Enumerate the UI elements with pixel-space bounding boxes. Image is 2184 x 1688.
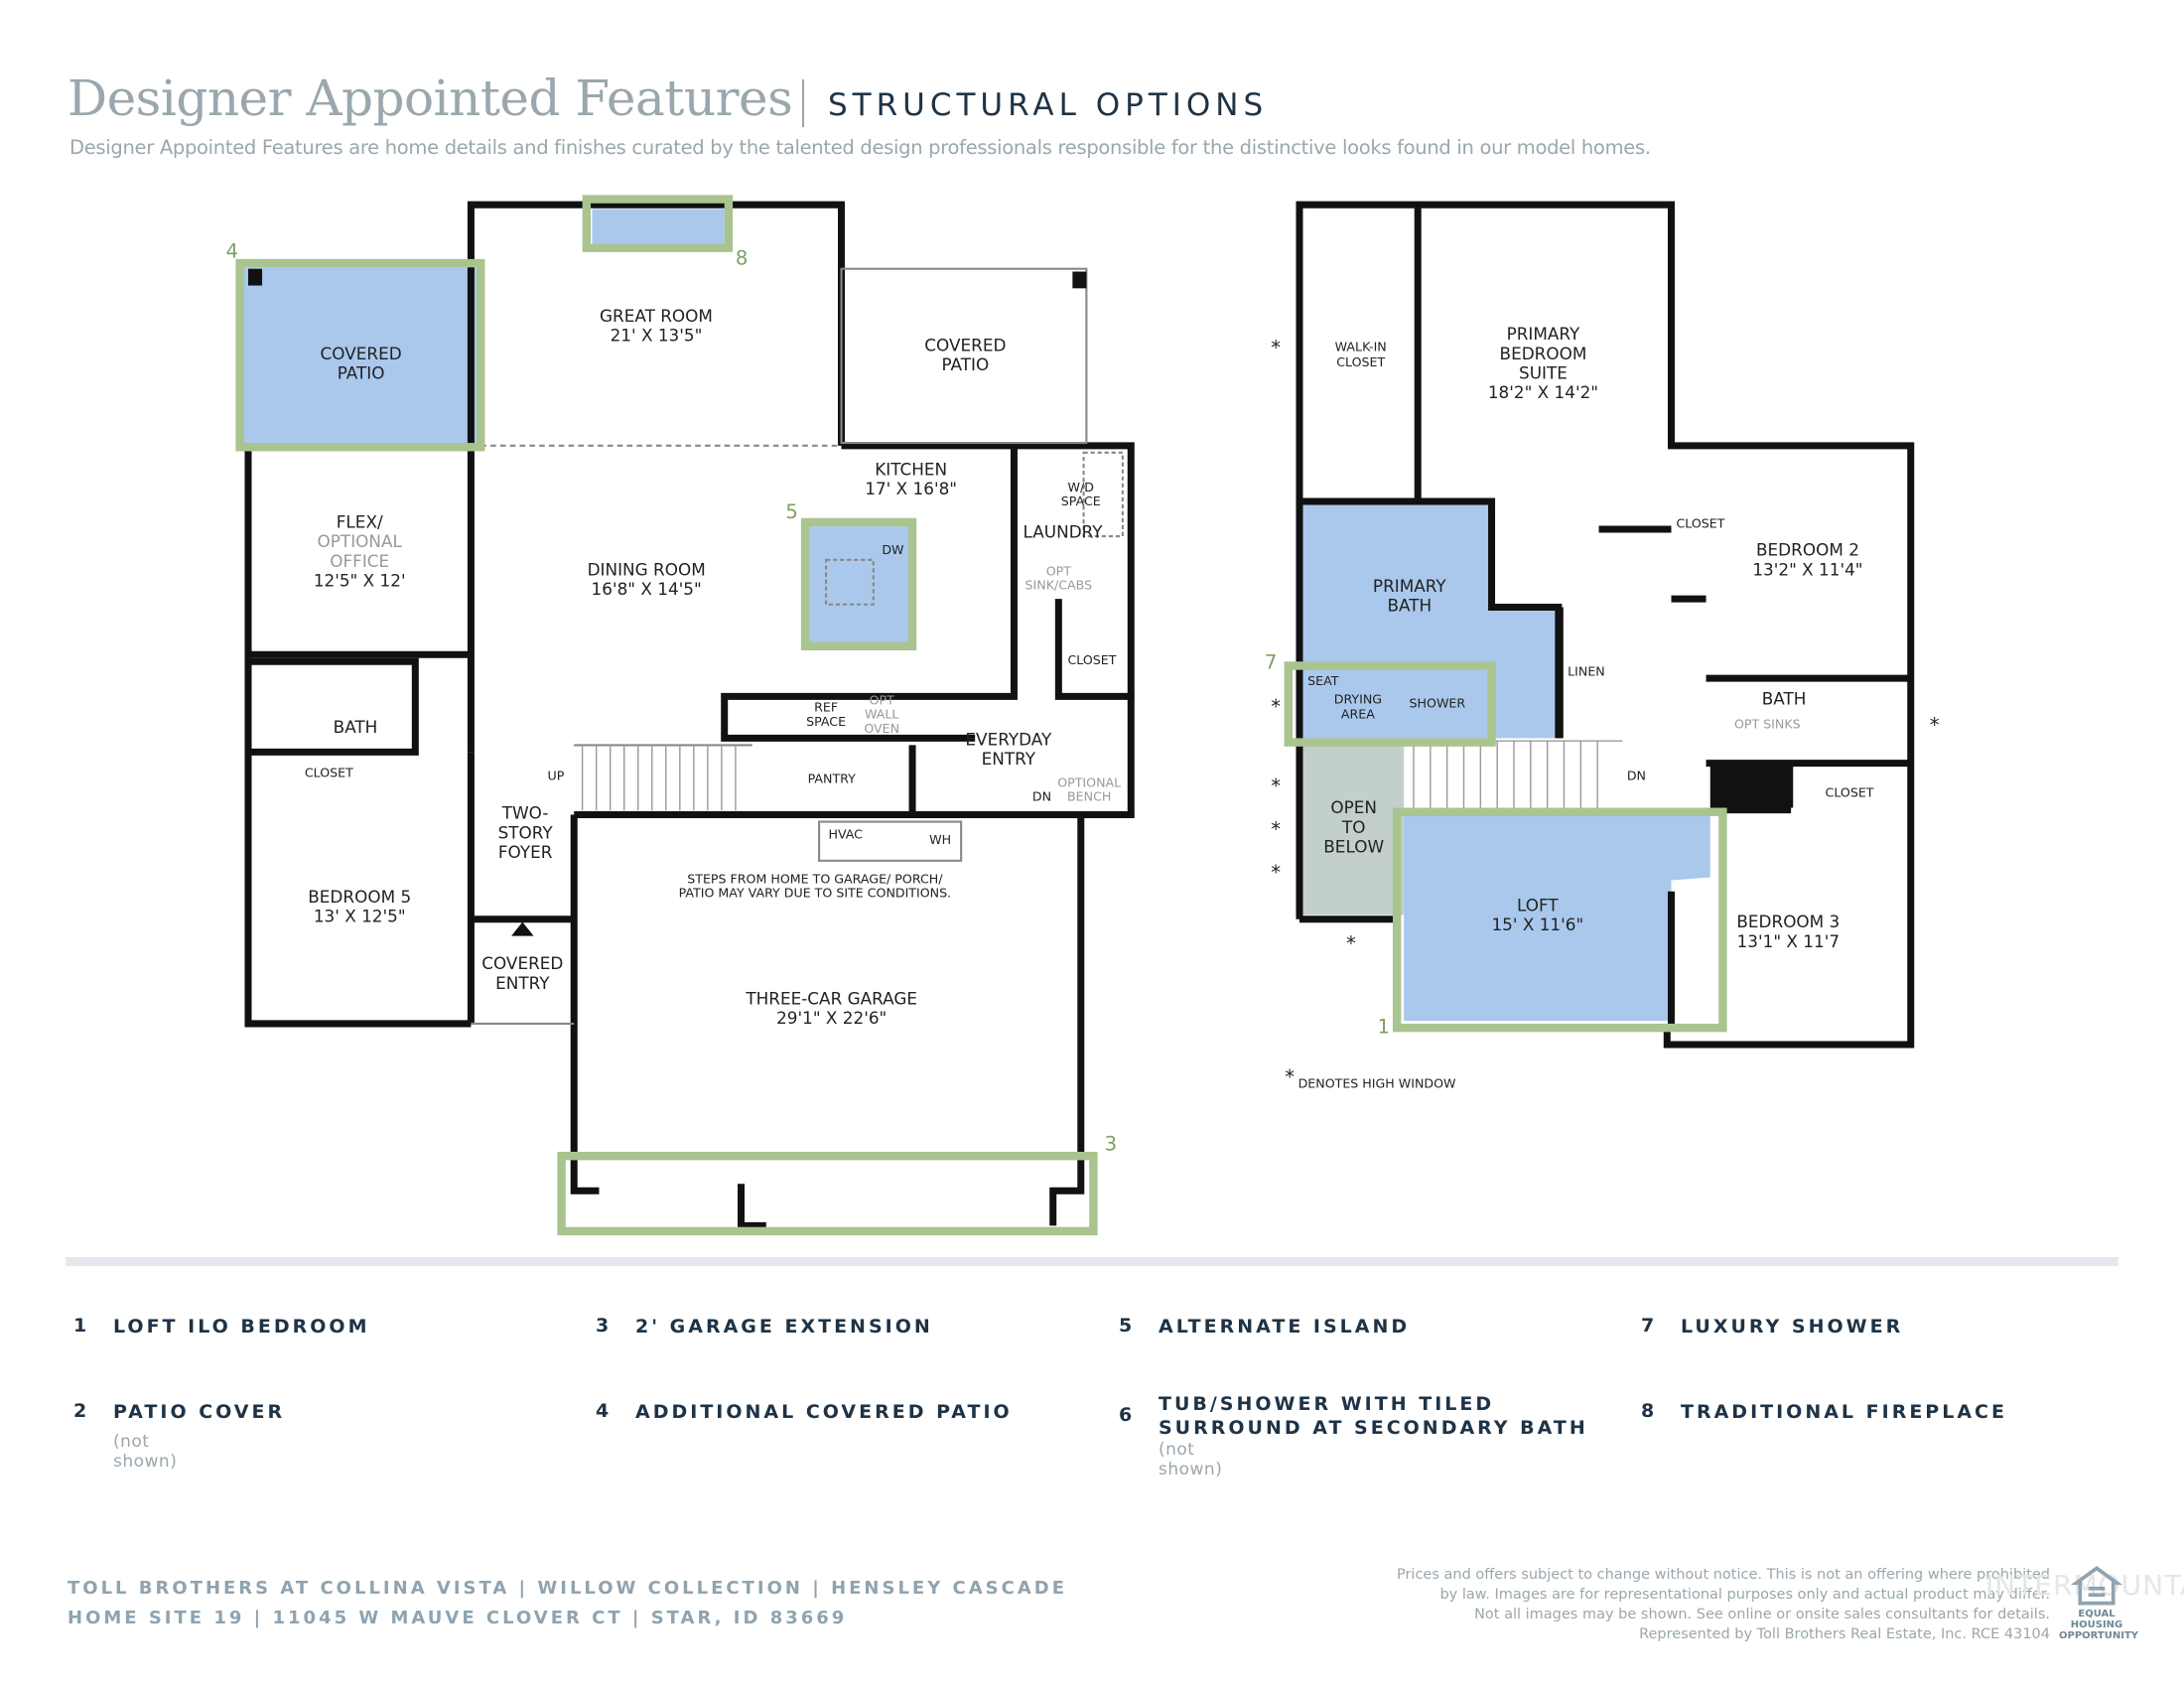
- island-option-fill: [807, 526, 911, 644]
- high-window-star: *: [1271, 695, 1281, 718]
- equal-housing-icon: [2071, 1566, 2122, 1606]
- disclaimer: Prices and offers subject to change with…: [1397, 1565, 2050, 1644]
- community-info: TOLL BROTHERS AT COLLINA VISTA | WILLOW …: [68, 1574, 1067, 1633]
- pantry-label: PANTRY: [808, 771, 857, 785]
- page-title: Designer Appointed Features: [68, 70, 793, 127]
- high-window-star: *: [1271, 774, 1281, 797]
- dn-label-2: DN: [1627, 768, 1646, 782]
- room-laundry: LAUNDRY: [1024, 521, 1104, 541]
- disclaimer-line: by law. Images are for representational …: [1439, 1587, 2050, 1603]
- marker-5: 5: [785, 500, 798, 523]
- intro-text: Designer Appointed Features are home det…: [69, 136, 1651, 159]
- up-label: UP: [548, 768, 565, 782]
- high-window-star: *: [1285, 1065, 1295, 1088]
- dw-label: DW: [882, 542, 904, 557]
- opt-sinks-label: OPT SINKS: [1734, 717, 1801, 732]
- disclaimer-line: Not all images may be shown. See online …: [1474, 1607, 2050, 1622]
- marker-8: 8: [736, 247, 749, 270]
- seat-label: SEAT: [1307, 673, 1339, 688]
- disclaimer-line: Prices and offers subject to change with…: [1396, 1567, 2050, 1583]
- high-window-star: *: [1271, 861, 1281, 884]
- option-5-outline: [800, 517, 917, 651]
- title-separator: [802, 79, 804, 127]
- wh-label: WH: [929, 832, 951, 847]
- equal-housing-label: EQUAL HOUSING OPPORTUNITY: [2059, 1609, 2139, 1641]
- high-window-star: *: [1930, 713, 1940, 736]
- closet-label: CLOSET: [1068, 652, 1117, 667]
- loft-option-fill: [1404, 814, 1710, 1022]
- page-subtitle: STRUCTURAL OPTIONS: [828, 87, 1269, 123]
- address-line: HOME SITE 19 | 11045 W MAUVE CLOVER CT |…: [68, 1608, 848, 1628]
- marker-1: 1: [1378, 1016, 1391, 1039]
- high-window-star: *: [1346, 932, 1356, 955]
- option-4-outline: [235, 258, 485, 452]
- option-8-outline: [582, 195, 734, 252]
- entry-arrow-icon: [511, 921, 534, 936]
- marker-7: 7: [1265, 650, 1278, 673]
- option-1-outline: [1392, 807, 1727, 1033]
- fireplace-option-fill: [592, 209, 725, 248]
- room-bath-2: BATH: [1762, 689, 1807, 709]
- community-line: TOLL BROTHERS AT COLLINA VISTA | WILLOW …: [68, 1578, 1068, 1599]
- linen-label: LINEN: [1568, 663, 1605, 678]
- hvac-label: HVAC: [828, 826, 863, 841]
- marker-3: 3: [1105, 1133, 1118, 1156]
- option-3-outline: [557, 1151, 1098, 1236]
- closet-label-2: CLOSET: [1676, 516, 1724, 531]
- room-closet: CLOSET: [305, 766, 353, 780]
- watermark: INTERMOUNTAIN: [1985, 1569, 2184, 1602]
- steps-note: STEPS FROM HOME TO GARAGE/ PORCH/PATIO M…: [679, 871, 951, 900]
- option-7-outline: [1284, 661, 1496, 747]
- section-divider: [66, 1257, 2118, 1266]
- room-bath: BATH: [334, 717, 378, 737]
- open-to-below-fill: [1301, 745, 1405, 915]
- dn-label: DN: [1032, 789, 1051, 804]
- covered-patio-option-fill: [242, 267, 479, 446]
- closet-label-3: CLOSET: [1826, 784, 1874, 799]
- marker-4: 4: [226, 239, 239, 262]
- disclaimer-line: Represented by Toll Brothers Real Estate…: [1639, 1626, 2050, 1642]
- high-window-footnote: DENOTES HIGH WINDOW: [1298, 1075, 1456, 1090]
- shower-label: SHOWER: [1410, 696, 1466, 711]
- high-window-star: *: [1271, 818, 1281, 841]
- high-window-star: *: [1271, 336, 1281, 358]
